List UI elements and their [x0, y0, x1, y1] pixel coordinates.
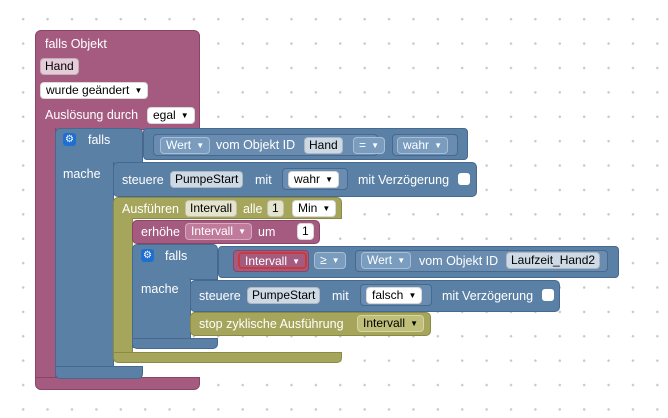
interval-unit: Min	[298, 201, 318, 215]
interval-block-footer	[113, 352, 342, 363]
dropdown-arrow-icon: ▼	[180, 111, 189, 120]
lhs-variable: Intervall	[245, 254, 288, 268]
dropdown-arrow-icon: ▼	[371, 141, 380, 150]
value-dropdown-2-label: Wert	[367, 253, 393, 267]
if-block-1-body	[55, 162, 114, 372]
control-1-delay-checkbox[interactable]	[458, 173, 470, 185]
interval-block-body	[113, 218, 133, 356]
trigger-title: falls Objekt	[45, 37, 107, 51]
trigger-object-field[interactable]: Hand	[40, 58, 79, 75]
trigger-change-label: wurde geändert	[46, 83, 130, 97]
dropdown-arrow-icon: ▼	[134, 86, 143, 95]
trigger-source-dropdown[interactable]: egal ▼	[147, 107, 195, 124]
on-object-change-body	[35, 128, 56, 382]
if-2-label: falls	[165, 249, 188, 263]
increment-by-label: um	[258, 225, 276, 239]
value-dropdown-1[interactable]: Wert ▼	[160, 137, 211, 154]
compare-operator-dropdown-2[interactable]: ≥ ▼	[314, 252, 346, 269]
interval-var-field[interactable]: Intervall	[185, 200, 238, 217]
interval-run-label: Ausführen	[122, 202, 179, 216]
increment-label: erhöhe	[141, 225, 180, 239]
interval-count-field[interactable]: 1	[267, 200, 284, 217]
dropdown-arrow-icon: ▼	[196, 141, 205, 150]
compare-operator-dropdown-1[interactable]: = ▼	[353, 137, 386, 154]
control-2-object-field[interactable]: PumpeStart	[247, 287, 321, 304]
compare-operator-1: =	[359, 138, 367, 152]
increment-amount-field[interactable]: 1	[297, 223, 314, 240]
increment-var-dropdown[interactable]: Intervall ▼	[185, 223, 253, 240]
control-2-delay-checkbox[interactable]	[542, 289, 554, 301]
control-1-label: steuere	[122, 173, 164, 187]
control-2-value: falsch	[372, 288, 404, 302]
dropdown-arrow-icon: ▼	[292, 257, 301, 266]
object-id-label-2: vom Objekt ID	[419, 254, 499, 268]
if-2-do-label: mache	[141, 282, 179, 296]
control-1-object-field[interactable]: PumpeStart	[170, 171, 244, 188]
compare-operator-2: ≥	[320, 253, 327, 267]
stop-interval-label: stop zyklische Ausführung	[199, 317, 344, 331]
interval-every-label: alle	[243, 202, 263, 216]
value-dropdown-2[interactable]: Wert ▼	[361, 252, 412, 269]
if-block-1-footer	[55, 366, 143, 379]
gear-icon[interactable]: ⚙	[141, 249, 154, 262]
control-2-label: steuere	[199, 289, 241, 303]
stop-interval-var: Intervall	[363, 316, 406, 330]
control-2-delay-label: mit Verzögerung	[442, 289, 534, 303]
dropdown-arrow-icon: ▼	[434, 141, 443, 150]
dropdown-arrow-icon: ▼	[322, 204, 331, 213]
control-2-with: mit	[332, 289, 349, 303]
gear-icon[interactable]: ⚙	[63, 133, 76, 146]
dropdown-arrow-icon: ▼	[397, 256, 406, 265]
lhs-variable-dropdown[interactable]: Intervall ▼	[238, 252, 308, 269]
object-id-field-1[interactable]: Hand	[304, 137, 343, 154]
dropdown-arrow-icon: ▼	[325, 175, 334, 184]
increment-var: Intervall	[191, 224, 234, 238]
dropdown-arrow-icon: ▼	[238, 227, 247, 236]
dropdown-arrow-icon: ▼	[331, 256, 340, 265]
boolean-value-1: wahr	[403, 138, 430, 152]
object-id-field-2[interactable]: Laufzeit_Hand2	[506, 252, 601, 269]
control-2-value-dropdown[interactable]: falsch ▼	[366, 287, 423, 304]
if-1-do-label: mache	[63, 167, 101, 181]
control-1-delay-label: mit Verzögerung	[358, 173, 450, 187]
value-dropdown-1-label: Wert	[166, 138, 192, 152]
if-block-2-body	[132, 278, 191, 348]
control-1-with: mit	[255, 173, 272, 187]
trigger-source-value: egal	[153, 108, 176, 122]
control-1-value-dropdown[interactable]: wahr ▼	[288, 171, 340, 188]
trigger-change-dropdown[interactable]: wurde geändert ▼	[40, 82, 149, 99]
interval-unit-dropdown[interactable]: Min ▼	[292, 200, 337, 217]
trigger-source-label: Auslösung durch	[45, 108, 139, 122]
if-1-label: falls	[88, 133, 111, 147]
dropdown-arrow-icon: ▼	[408, 291, 417, 300]
object-id-label-1: vom Objekt ID	[216, 138, 296, 152]
control-1-value: wahr	[294, 172, 321, 186]
if-block-2-footer	[132, 338, 218, 349]
dropdown-arrow-icon: ▼	[410, 319, 419, 328]
stop-interval-var-dropdown[interactable]: Intervall ▼	[357, 315, 425, 332]
boolean-dropdown-1[interactable]: wahr ▼	[397, 137, 449, 154]
